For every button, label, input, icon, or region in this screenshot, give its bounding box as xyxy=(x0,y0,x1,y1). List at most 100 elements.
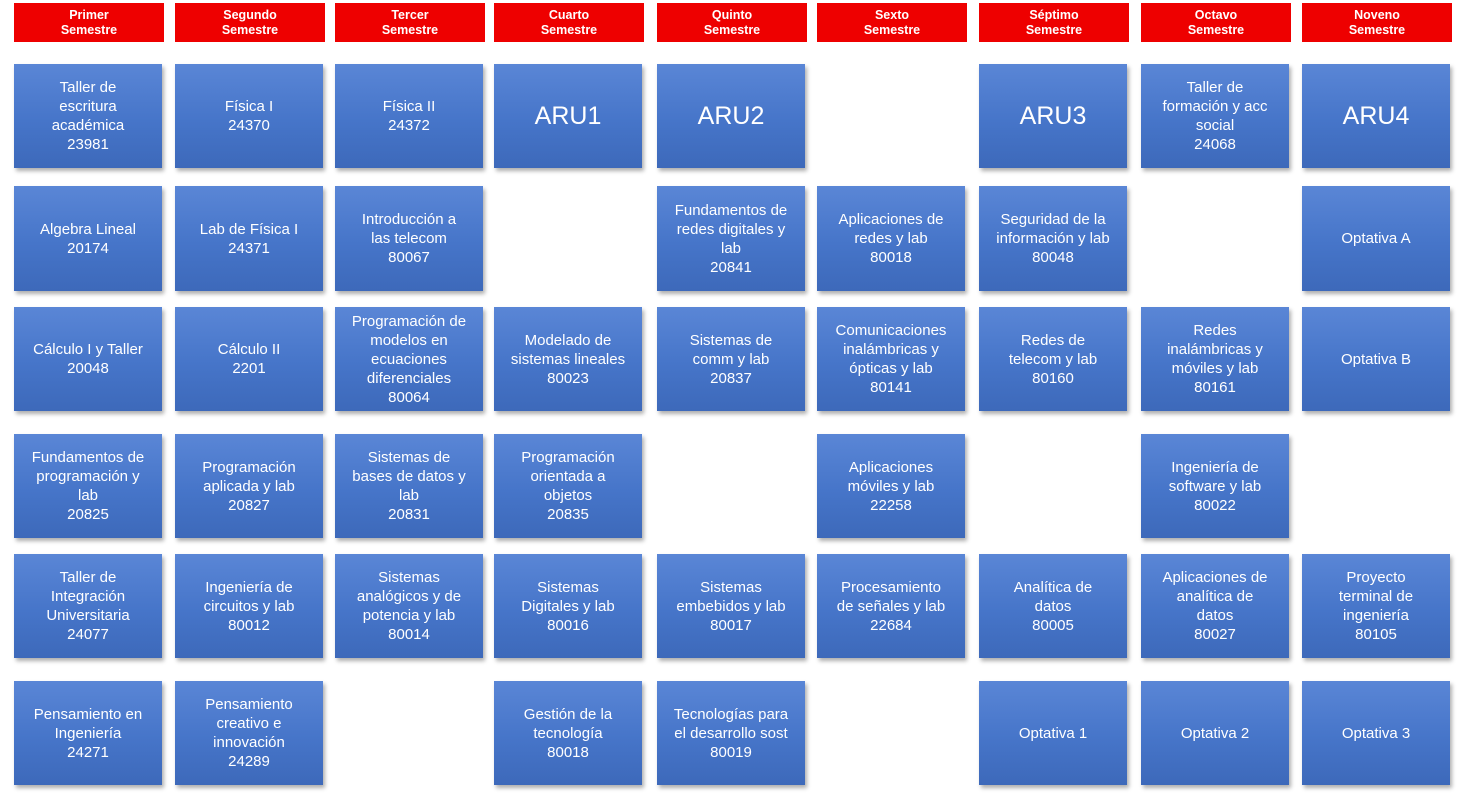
course-name: Aplicaciones de xyxy=(838,211,944,228)
course-name: Sistemas de xyxy=(367,449,451,466)
course-name: ópticas y lab xyxy=(849,360,933,377)
course-code: 20837 xyxy=(710,369,752,387)
course-name: Digitales y lab xyxy=(521,597,615,615)
course-name: telecom y lab xyxy=(1008,350,1098,368)
course-name: potencia y lab xyxy=(362,607,456,624)
course-code: 20831 xyxy=(388,506,430,523)
course-name: Procesamiento xyxy=(840,578,942,596)
course-box: ARU1 xyxy=(494,64,642,168)
course-name: Analítica de xyxy=(1013,578,1093,596)
semester-header-line: Semestre xyxy=(703,22,761,37)
course-name: analógicos y de xyxy=(356,588,462,605)
course-code: 80023 xyxy=(547,369,589,387)
course-name: el desarrollo sost xyxy=(674,724,788,742)
course-name: Algebra Lineal xyxy=(40,220,136,238)
course-name: diferenciales xyxy=(366,369,452,387)
course-name: ARU3 xyxy=(1019,102,1087,130)
course-name: escritura xyxy=(59,98,117,115)
course-code: 24289 xyxy=(228,753,270,770)
course-name: Cálculo II xyxy=(217,341,281,358)
course-name: comm y lab xyxy=(692,350,770,368)
course-name: Física I xyxy=(224,98,274,115)
course-name: embebidos y lab xyxy=(676,597,786,615)
course-name: académica xyxy=(51,117,125,134)
course-code: 20841 xyxy=(710,258,752,276)
course-name: Taller de xyxy=(59,569,117,586)
course-name: objetos xyxy=(543,487,593,504)
course-name: ingeniería xyxy=(1343,607,1409,624)
course-name: Modelado de xyxy=(524,331,612,349)
course-code: 80022 xyxy=(1194,496,1236,514)
course-name: Sistemas xyxy=(378,569,440,586)
course-name: social xyxy=(1195,117,1235,134)
course-code: 22684 xyxy=(870,616,912,634)
course-name: Fundamentos de xyxy=(31,449,145,466)
course-code: 80005 xyxy=(1032,616,1074,634)
course-name: ecuaciones xyxy=(371,350,447,368)
course-code: 80064 xyxy=(388,388,430,406)
course-name: Redes xyxy=(1193,322,1237,339)
course-name: programación y xyxy=(36,468,140,485)
course-name: Ingeniería xyxy=(54,724,122,742)
semester-header-line: Primer xyxy=(69,7,109,22)
course-code: 24370 xyxy=(228,117,270,134)
course-box: Optativa A xyxy=(1302,186,1450,291)
course-name: de señales y lab xyxy=(836,597,946,615)
course-name: Optativa B xyxy=(1340,350,1412,368)
course-box: ARU2 xyxy=(657,64,805,168)
course-name: lab xyxy=(398,487,420,504)
course-name: Programación xyxy=(202,458,296,476)
course-name: redes y lab xyxy=(854,230,928,247)
course-name: Ingeniería de xyxy=(205,578,293,596)
course-name: innovación xyxy=(213,734,285,751)
course-name: modelos en xyxy=(370,331,448,349)
semester-header-line: Segundo xyxy=(223,7,277,22)
course-name: aplicada y lab xyxy=(203,477,295,495)
course-box: Física II 24372 xyxy=(335,64,483,168)
course-name: inalámbricas y xyxy=(1167,341,1263,358)
semester-header-line: Sexto xyxy=(874,7,910,22)
course-code: 24077 xyxy=(67,626,109,643)
course-name: Fundamentos de xyxy=(674,201,788,219)
course-code: 20174 xyxy=(67,239,109,257)
course-box: Optativa B xyxy=(1302,307,1450,411)
course-name: sistemas lineales xyxy=(510,350,626,368)
course-box: Optativa 1 xyxy=(979,681,1127,785)
course-name: Optativa 3 xyxy=(1341,724,1411,742)
course-name: circuitos y lab xyxy=(203,597,295,615)
semester-header-line: Semestre xyxy=(1025,22,1083,37)
course-name: Tecnologías para xyxy=(673,705,789,723)
course-code: 24372 xyxy=(388,117,430,134)
course-name: ARU2 xyxy=(697,102,765,130)
course-code: 20835 xyxy=(547,506,589,523)
semester-header-line: Noveno xyxy=(1354,7,1400,22)
course-code: 80017 xyxy=(710,616,752,634)
course-name: Física II xyxy=(382,98,436,115)
course-name: Aplicaciones xyxy=(848,458,934,476)
course-code: 24271 xyxy=(67,743,109,761)
course-name: orientada a xyxy=(530,468,606,485)
course-code: 24068 xyxy=(1194,136,1236,153)
semester-header-line: Semestre xyxy=(60,22,118,37)
course-name: bases de datos y xyxy=(352,468,466,485)
